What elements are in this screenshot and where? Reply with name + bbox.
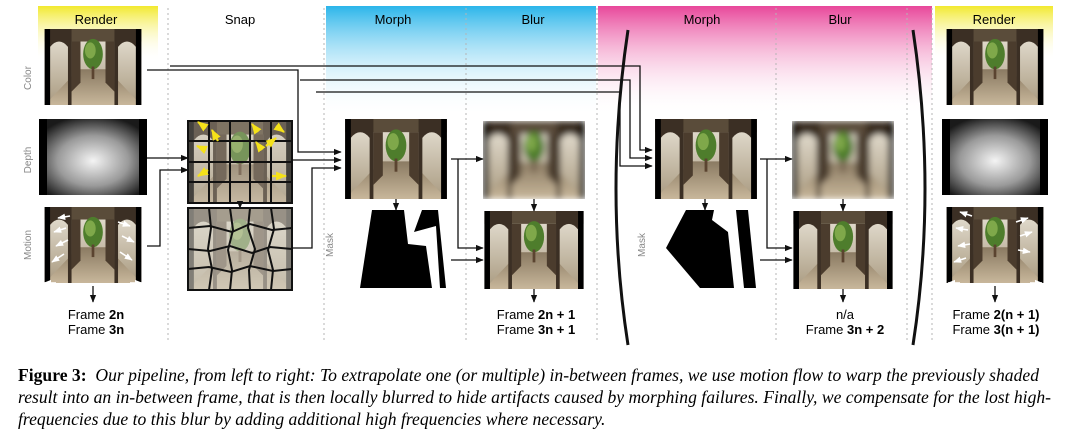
blur2-result-thumbnail [793, 211, 893, 289]
morph1-title: Morph [375, 12, 412, 27]
flow-connectors [89, 65, 999, 303]
blur1-result-thumbnail [484, 211, 584, 289]
caption-text: Our pipeline, from left to right: To ext… [18, 365, 1052, 429]
render-left-motion-thumbnail [43, 207, 143, 287]
blur2-frame-line-1: n/a [836, 307, 855, 322]
render-right-depth-thumbnail [942, 119, 1048, 195]
blur1-frame-line-1: Frame 2n + 1 [497, 307, 575, 322]
morph2-title: Morph [684, 12, 721, 27]
morph1-result-thumbnail [345, 119, 447, 199]
blur1-title: Blur [521, 12, 545, 27]
render-left-title: Render [75, 12, 118, 27]
render-left-depth-thumbnail [39, 119, 147, 195]
morph1-mask-thumbnail [341, 210, 451, 288]
blur2-title: Blur [828, 12, 852, 27]
row-label-depth: Depth [23, 147, 34, 174]
blur1-blurred-thumbnail [483, 121, 585, 199]
morph2-result-thumbnail [655, 119, 757, 199]
render-left-frame-line-2: Frame 3n [68, 322, 124, 337]
render-left-frame-line-1: Frame 2n [68, 307, 124, 322]
render-right-frame-line-1: Frame 2(n + 1) [952, 307, 1039, 322]
column-separators [167, 8, 933, 342]
figure-caption: Figure 3: Our pipeline, from left to rig… [18, 364, 1063, 430]
right-parenthesis [911, 29, 927, 346]
render-right-title: Render [973, 12, 1016, 27]
row-label-motion: Motion [23, 230, 34, 260]
figure-number: Figure 3: [18, 365, 87, 385]
snap-title: Snap [225, 12, 255, 27]
render-right-motion-thumbnail [946, 207, 1044, 287]
render-right-frame-line-2: Frame 3(n + 1) [952, 322, 1039, 337]
blur2-frame-line-2: Frame 3n + 2 [806, 322, 884, 337]
row-label-color: Color [23, 65, 34, 90]
morph1-header-band [326, 6, 596, 116]
row-label-mask-1: Mask [325, 232, 336, 257]
render-right-color-thumbnail [946, 29, 1044, 105]
snap-grid-thumbnail [187, 120, 293, 204]
frame-labels: Frame 2n Frame 3n Frame 2n + 1 Frame 3n … [68, 307, 1040, 337]
snap-warped-mesh-thumbnail [187, 207, 293, 291]
blur2-blurred-thumbnail [792, 121, 894, 199]
morph2-header-band [598, 6, 932, 116]
blur1-frame-line-2: Frame 3n + 1 [497, 322, 575, 337]
render-left-color-thumbnail [44, 29, 142, 105]
morph2-mask-thumbnail [652, 210, 760, 288]
left-parenthesis [614, 29, 630, 346]
row-label-mask-2: Mask [637, 232, 648, 257]
